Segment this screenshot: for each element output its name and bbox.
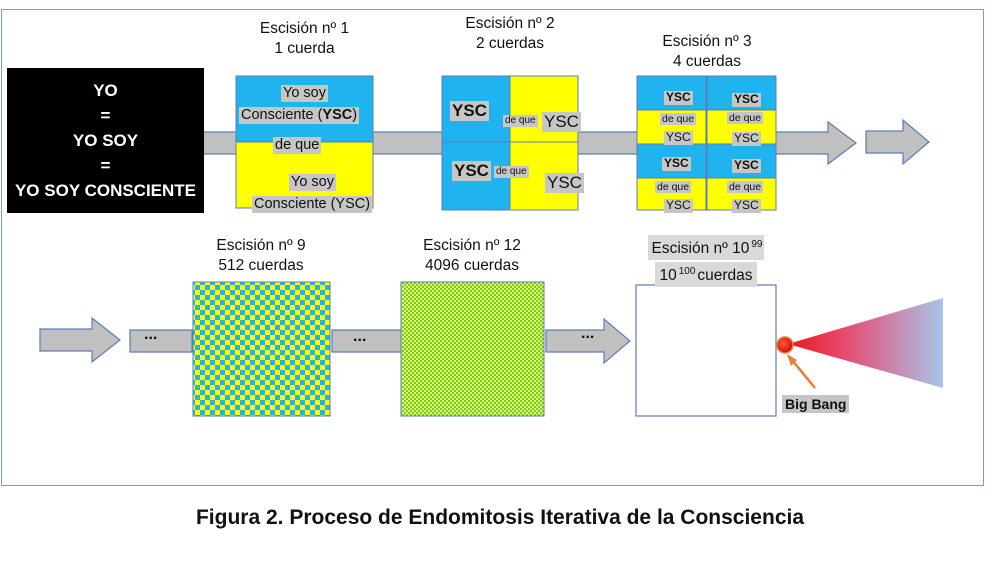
split3-de-que: de que [660, 113, 697, 126]
split3-ysc: YSC [732, 92, 761, 107]
split2-de-que: de que [503, 115, 538, 127]
start-box-yo: YO = YO SOY = YO SOY CONSCIENTE [7, 68, 204, 213]
split3-ysc: YSC [732, 158, 761, 173]
split3-de-que: de que [655, 181, 692, 194]
split9-checkerboard [192, 281, 331, 417]
big-bang-cone [788, 298, 943, 388]
split1-label: Yo soy [289, 174, 336, 191]
ellipsis: ... [581, 325, 595, 342]
split-final-block [635, 284, 777, 417]
split2-ysc: YSC [545, 173, 584, 193]
split3-ysc: YSC [732, 198, 761, 213]
split3-ysc: YSC [664, 130, 693, 145]
split2-block [441, 75, 579, 211]
big-bang-pointer-arrow [787, 354, 816, 389]
ellipsis: ... [144, 326, 158, 343]
split3-de-que: de que [727, 112, 764, 125]
arrow-bottom-3 [331, 329, 403, 353]
split3-ysc: YSC [662, 156, 691, 171]
split2-ysc: YSC [542, 112, 581, 132]
diagram-frame [1, 9, 984, 486]
arrow-bottom-1 [39, 316, 121, 364]
split1-label: Yo soy [281, 85, 328, 102]
start-line: = [100, 106, 111, 125]
continuation-arrow-top [865, 118, 930, 166]
arrow-bottom-2 [129, 329, 193, 353]
split12-checkerboard [400, 281, 545, 417]
split3-de-que: de que [727, 181, 764, 194]
start-line: = [100, 156, 111, 175]
ellipsis: ... [353, 328, 367, 345]
split2-ysc: YSC [452, 161, 491, 181]
figure-caption: Figura 2. Proceso de Endomitosis Iterati… [195, 506, 805, 529]
split3-ysc: YSC [664, 198, 693, 213]
split1-label: de que [273, 137, 322, 154]
big-bang-point [776, 336, 794, 354]
split1-label: Consciente (YSC) [252, 196, 373, 213]
split2-de-que: de que [494, 166, 529, 178]
start-line: YO SOY [72, 131, 139, 150]
split3-ysc: YSC [664, 90, 693, 105]
start-line: YO SOY CONSCIENTE [14, 181, 197, 200]
start-line: YO [93, 81, 118, 100]
arrow-bottom-4 [545, 317, 631, 365]
split3-ysc: YSC [732, 131, 761, 146]
split2-ysc: YSC [450, 101, 489, 121]
big-bang-label: Big Bang [782, 395, 850, 413]
split1-label: Consciente (YSC) [239, 107, 360, 124]
